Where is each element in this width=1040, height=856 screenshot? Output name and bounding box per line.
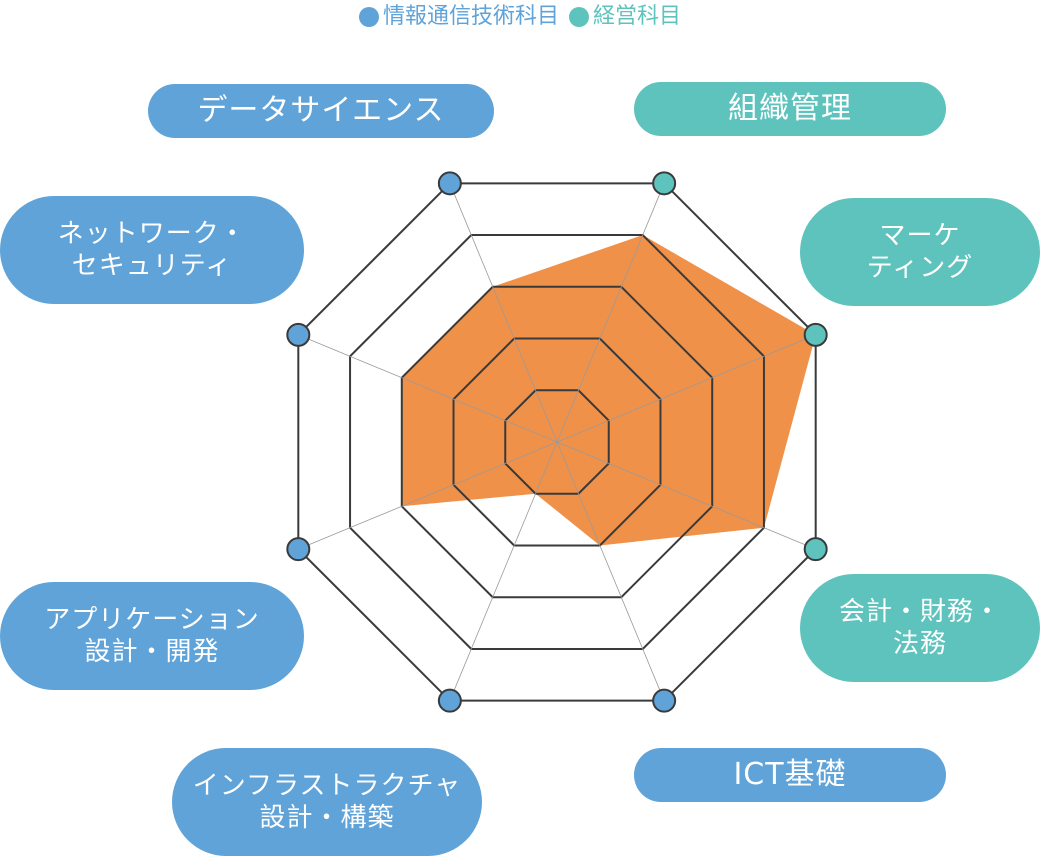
category-label-network-security: ネットワーク・ セキュリティ bbox=[0, 196, 304, 304]
category-label-line: マーケ bbox=[879, 220, 961, 251]
grid-spoke bbox=[556, 334, 816, 443]
legend-item-management: 経営科目 bbox=[569, 6, 681, 28]
category-label-line: 設計・開発 bbox=[84, 637, 220, 667]
legend-item-it: 情報通信技術科目 bbox=[358, 4, 559, 29]
axis-marker bbox=[286, 537, 311, 562]
category-label-line: ICT基礎 bbox=[733, 757, 847, 793]
grid-spoke bbox=[298, 441, 558, 550]
category-label-line: セキュリティ bbox=[71, 251, 233, 281]
grid-spoke bbox=[556, 183, 665, 443]
axis-marker bbox=[652, 688, 677, 713]
category-label-data-science: データサイエンス bbox=[148, 84, 494, 138]
category-label-line: 会計・財務・ bbox=[838, 596, 1001, 627]
category-label-line: インフラストラクチャ bbox=[192, 770, 462, 801]
category-label-line: 法務 bbox=[892, 629, 947, 659]
grid-spoke bbox=[298, 334, 558, 443]
category-label-application: アプリケーション 設計・開発 bbox=[0, 582, 304, 690]
axis-marker bbox=[803, 322, 828, 347]
grid-spoke bbox=[449, 441, 558, 701]
grid-spoke bbox=[556, 441, 665, 701]
category-label-infrastructure: インフラストラクチャ 設計・構築 bbox=[172, 748, 482, 856]
category-label-line: アプリケーション bbox=[44, 604, 260, 635]
category-label-line: 組織管理 bbox=[728, 91, 852, 127]
axis-marker bbox=[286, 322, 311, 347]
legend-label-it: 情報通信技術科目 bbox=[382, 4, 559, 29]
category-label-line: データサイエンス bbox=[197, 93, 445, 129]
axis-marker bbox=[437, 688, 462, 713]
legend-label-management: 経営科目 bbox=[593, 4, 682, 29]
category-label-ict-basics: ICT基礎 bbox=[634, 748, 946, 802]
axis-marker bbox=[803, 537, 828, 562]
legend-dot-management bbox=[569, 7, 589, 27]
axis-marker bbox=[652, 171, 677, 196]
category-label-organization-management: 組織管理 bbox=[634, 82, 946, 136]
category-label-line: ネットワーク・ bbox=[57, 218, 247, 249]
category-label-line: ティング bbox=[866, 253, 974, 283]
category-label-marketing: マーケ ティング bbox=[800, 198, 1040, 306]
legend: 情報通信技術科目 経営科目 bbox=[0, 0, 1040, 34]
legend-dot-it bbox=[358, 7, 379, 27]
category-label-accounting: 会計・財務・ 法務 bbox=[800, 574, 1040, 682]
grid-spoke bbox=[449, 183, 558, 443]
grid-spoke bbox=[556, 441, 816, 550]
axis-marker bbox=[437, 171, 462, 196]
data-polygon bbox=[401, 235, 816, 546]
category-label-line: 設計・構築 bbox=[259, 803, 395, 833]
